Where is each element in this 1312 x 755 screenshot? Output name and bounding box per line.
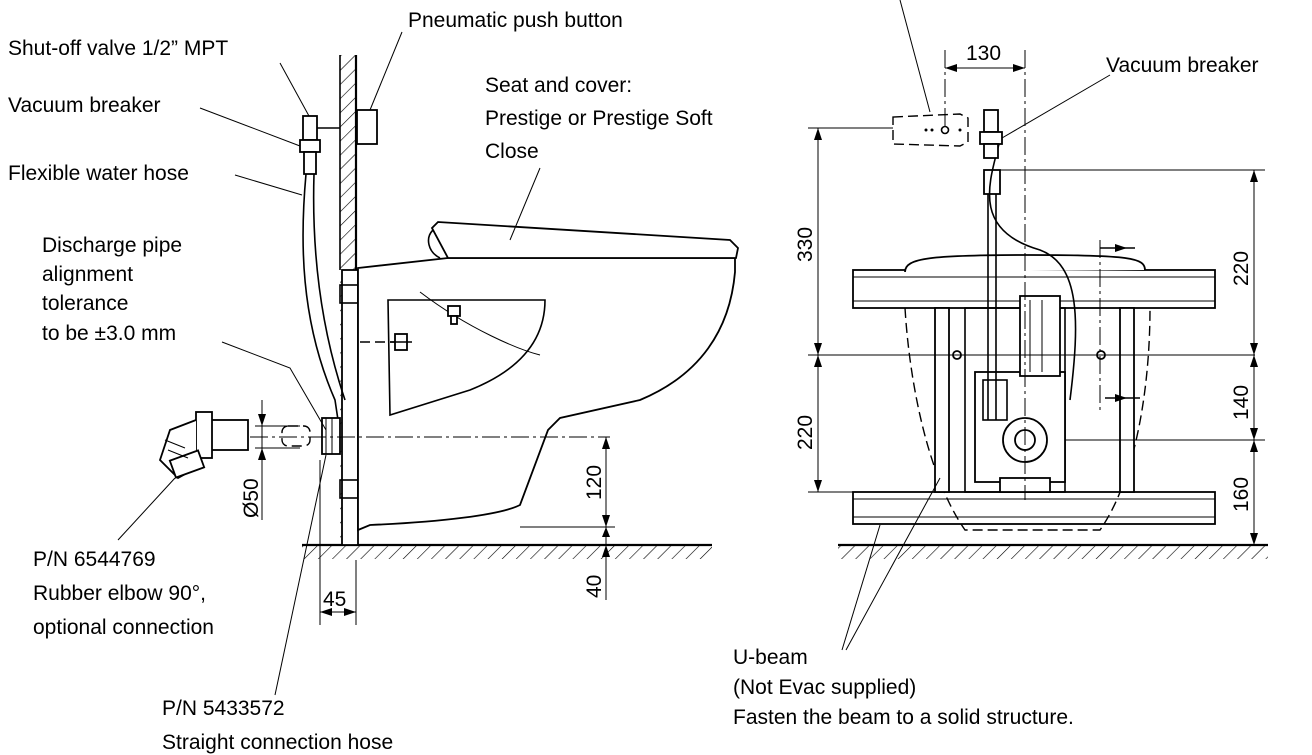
label-discharge-line-1: Discharge pipe	[42, 234, 182, 257]
label-straight-hose-line-2: Straight connection hose	[162, 731, 393, 754]
floor-hatch	[302, 545, 712, 559]
dim-40: 40	[583, 575, 606, 598]
label-ubeam-line-1: U-beam	[733, 646, 808, 669]
label-elbow-line-1: P/N 6544769	[33, 548, 156, 571]
vacuum-breaker-shape	[299, 139, 321, 153]
vacuum-breaker-right-shape	[983, 109, 999, 133]
label-pneumatic-button: Pneumatic push button	[408, 9, 623, 32]
dim-330: 330	[794, 227, 817, 262]
label-seat-line-1: Seat and cover:	[485, 74, 632, 97]
label-ubeam-line-2: (Not Evac supplied)	[733, 676, 916, 699]
shutoff-valve-shape	[302, 115, 318, 141]
label-straight-hose-line-1: P/N 5433572	[162, 697, 285, 720]
dim-130: 130	[966, 42, 1001, 65]
u-beam-bottom	[852, 491, 1216, 525]
label-discharge-line-4: to be ±3.0 mm	[42, 322, 176, 345]
label-vacuum-breaker-right: Vacuum breaker	[1106, 54, 1259, 77]
label-discharge-line-3: tolerance	[42, 292, 128, 315]
toilet-bowl	[357, 257, 736, 532]
label-flexible-hose: Flexible water hose	[8, 162, 189, 185]
dim-140: 140	[1230, 385, 1253, 420]
dim-120: 120	[583, 465, 606, 500]
dim-45: 45	[323, 588, 346, 611]
dim-160: 160	[1230, 477, 1253, 512]
label-seat-line-3: Close	[485, 140, 539, 163]
label-seat-line-2: Prestige or Prestige Soft	[485, 107, 713, 130]
label-elbow-line-2: Rubber elbow 90°,	[33, 582, 206, 605]
label-discharge-line-2: alignment	[42, 263, 133, 286]
label-vacuum-breaker-left: Vacuum breaker	[8, 94, 161, 117]
rubber-elbow-shape	[158, 411, 249, 480]
pneumatic-button-dashed	[892, 113, 969, 147]
flexible-hose-shape	[302, 173, 339, 421]
pneumatic-button-shape	[356, 109, 378, 145]
front-view	[808, 0, 1268, 651]
side-view	[117, 31, 739, 696]
dim-220-right: 220	[1230, 251, 1253, 286]
label-elbow-line-3: optional connection	[33, 616, 214, 639]
dim-d50: Ø50	[240, 478, 263, 518]
connection-hose-shape	[321, 417, 341, 455]
seat-cover-shape	[430, 221, 739, 259]
label-ubeam-line-3: Fasten the beam to a solid structure.	[733, 706, 1074, 729]
dim-220-left: 220	[794, 415, 817, 450]
label-shutoff-valve: Shut-off valve 1/2” MPT	[8, 37, 228, 60]
